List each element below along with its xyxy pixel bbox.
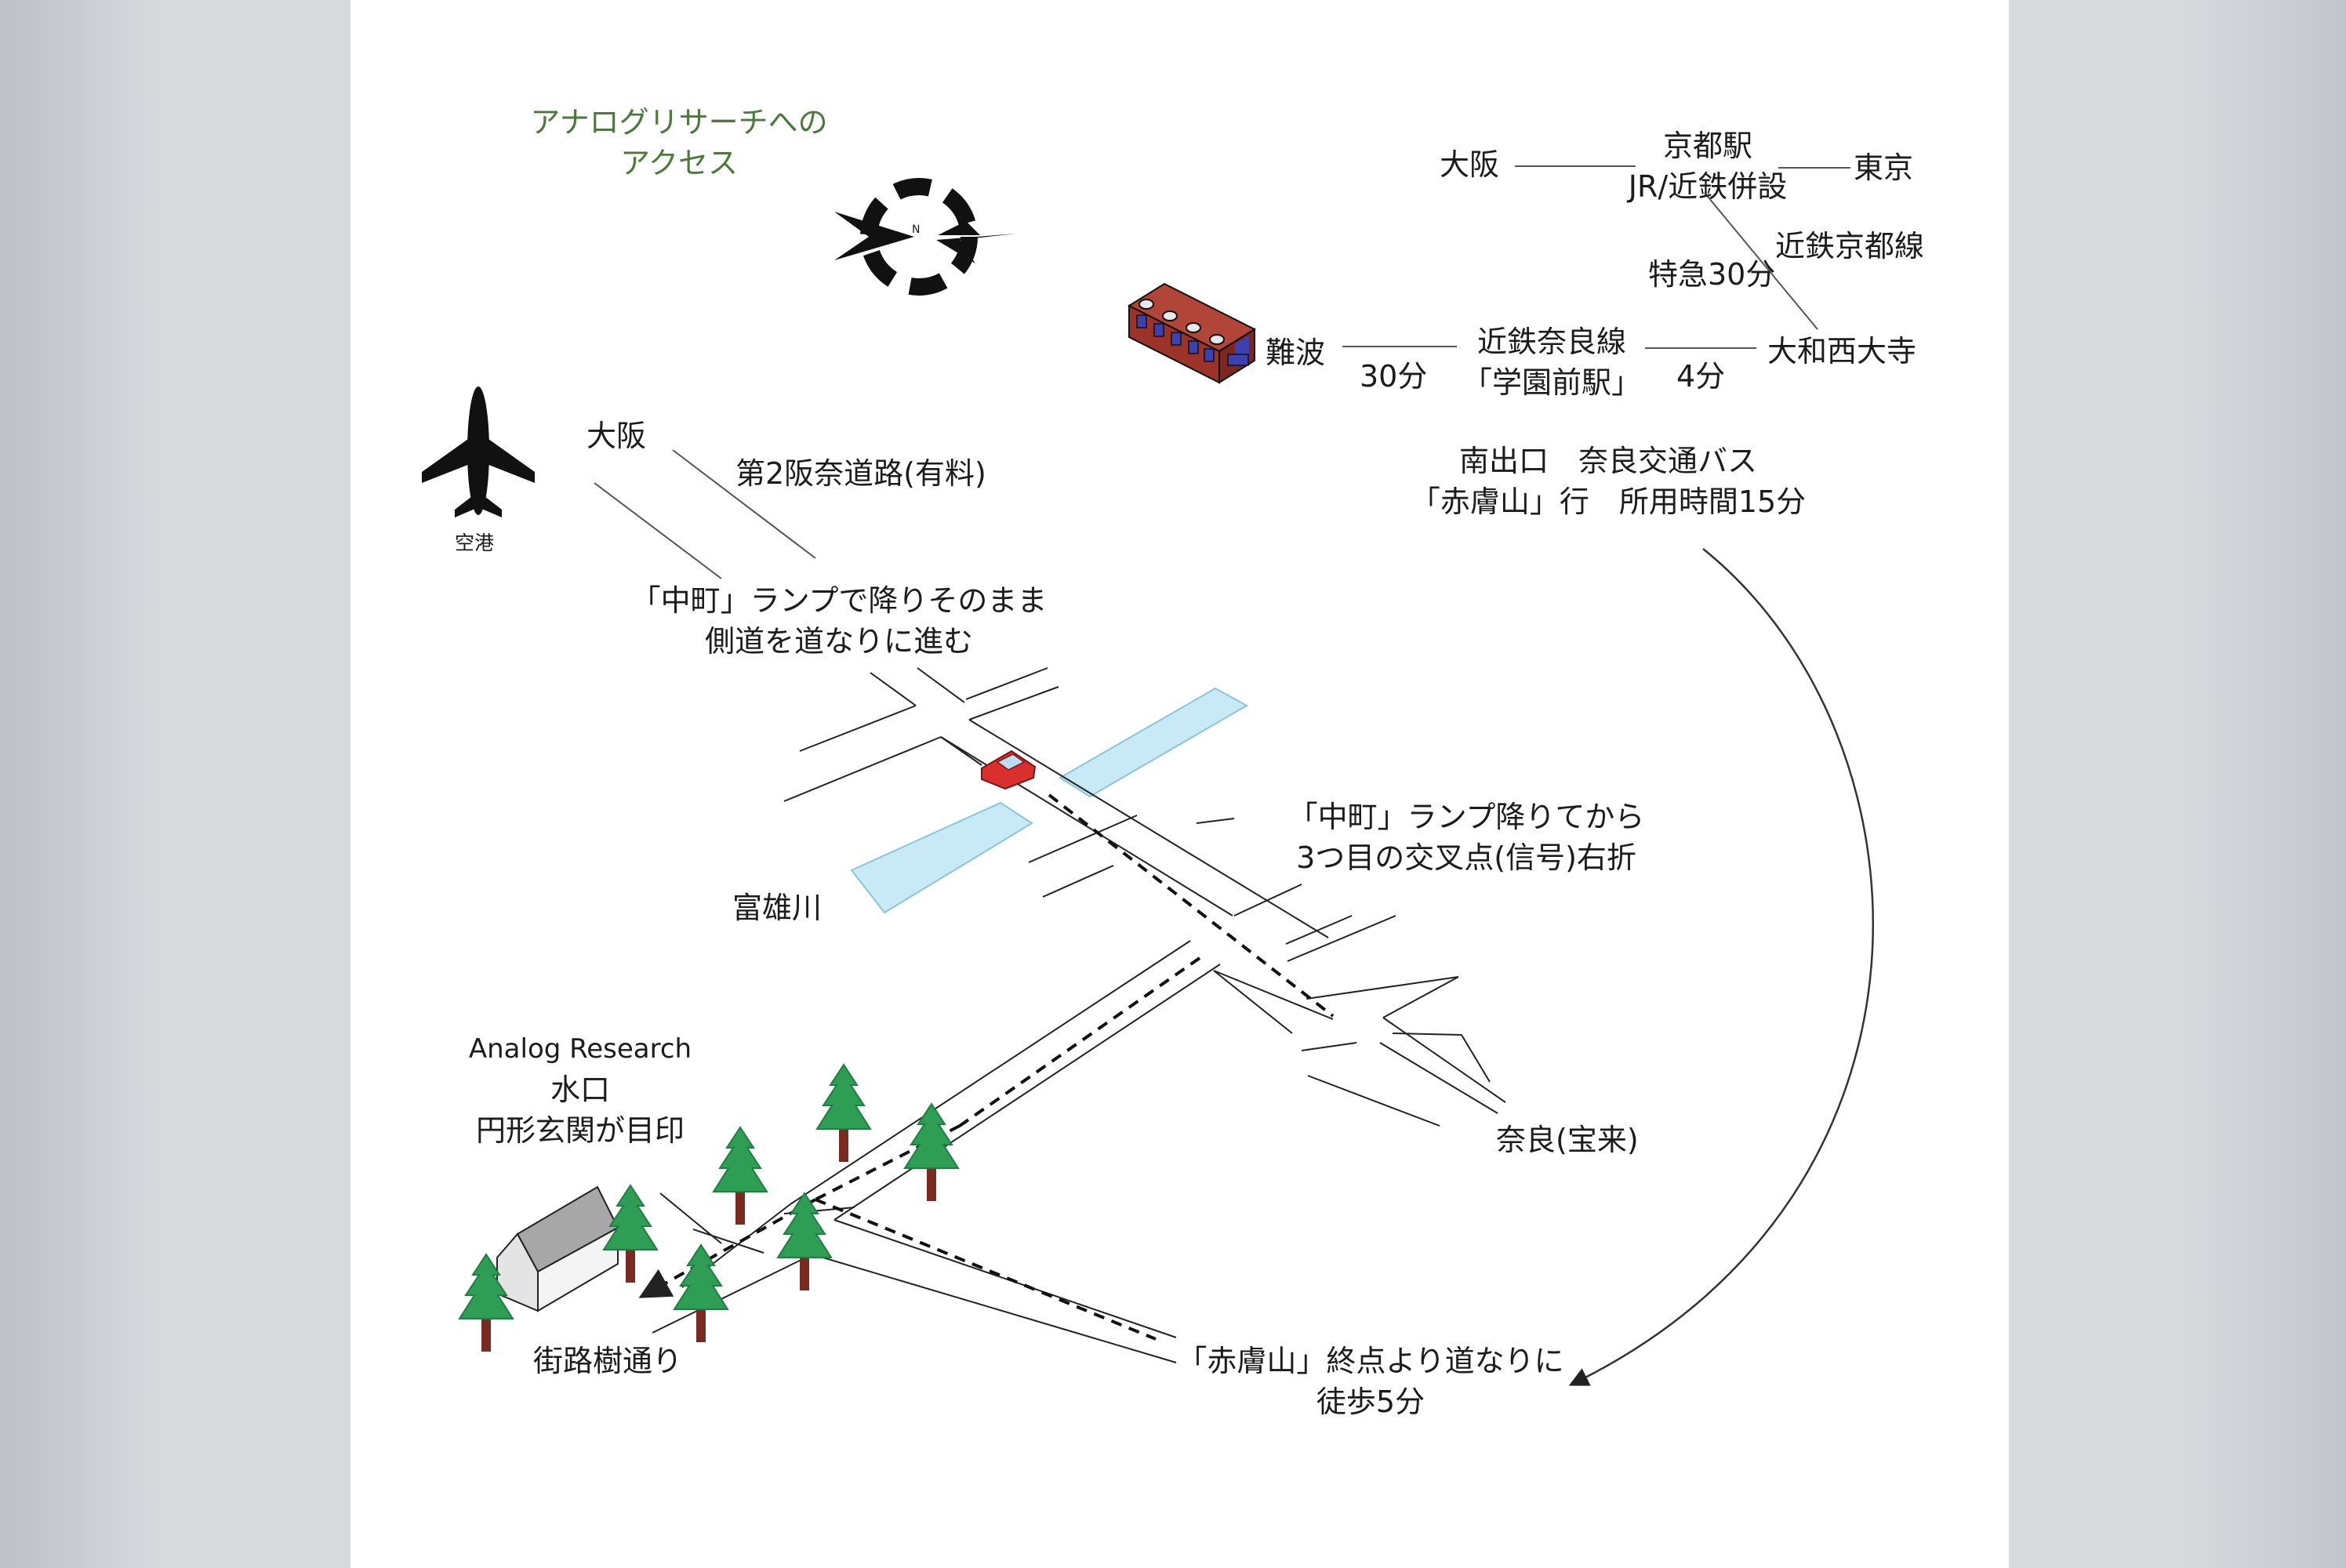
kintetsu-nara-line: 近鉄奈良線 「学園前駅」 [1462, 325, 1641, 400]
map-sheet [350, 0, 2009, 1568]
time-saidaiji: 4分 [1676, 359, 1726, 394]
nara-horai-label: 奈良(宝来) [1496, 1123, 1639, 1157]
river-tomio [850, 687, 1249, 914]
highway-lines [594, 449, 816, 579]
car-icon [981, 750, 1037, 790]
hanna-road-label: 第2阪奈道路(有料) [735, 456, 986, 491]
ramp-exit-note: 「中町」ランプで降りそのまま 側道を道なりに進む [630, 583, 1048, 659]
airport-label: 空港 [455, 532, 495, 554]
route-dashed [638, 793, 1335, 1341]
rail-osaka: 大阪 [1440, 147, 1500, 182]
time-namba: 30分 [1360, 359, 1428, 394]
bus-info: 南出口 奈良交通バス 「赤膚山」行 所用時間15分 [1410, 444, 1807, 519]
walk-note: 「赤膚山」終点より道なりに 徒歩5分 [1177, 1344, 1564, 1419]
compass-letter: N [912, 223, 921, 236]
river-label: 富雄川 [732, 891, 823, 925]
road-osaka: 大阪 [586, 419, 647, 453]
rail-tokyo: 東京 [1854, 151, 1914, 185]
airplane-icon [422, 387, 535, 517]
tree-street-label: 街路樹通り [533, 1344, 683, 1378]
kintetsu-kyoto-line: 近鉄京都線 [1775, 229, 1925, 263]
train-icon [1127, 282, 1257, 384]
express-time: 特急30分 [1648, 257, 1776, 292]
bus-route-arrow [1568, 548, 1875, 1386]
rail-lines [1342, 165, 1850, 349]
destination-label: Analog Research 水口 円形玄関が目印 [468, 1033, 692, 1148]
right-turn-note: 「中町」ランプ降りてから 3つ目の交叉点(信号)右折 [1287, 800, 1645, 875]
road-network [652, 667, 1506, 1363]
station-yamato-saidaiji: 大和西大寺 [1767, 334, 1917, 368]
station-namba: 難波 [1266, 336, 1326, 370]
building-icon [496, 1185, 619, 1312]
compass-icon [834, 178, 1016, 296]
kyoto-station: 京都駅 JR/近鉄併設 [1628, 129, 1788, 204]
map-title: アナログリサーチへの アクセス [530, 105, 828, 180]
